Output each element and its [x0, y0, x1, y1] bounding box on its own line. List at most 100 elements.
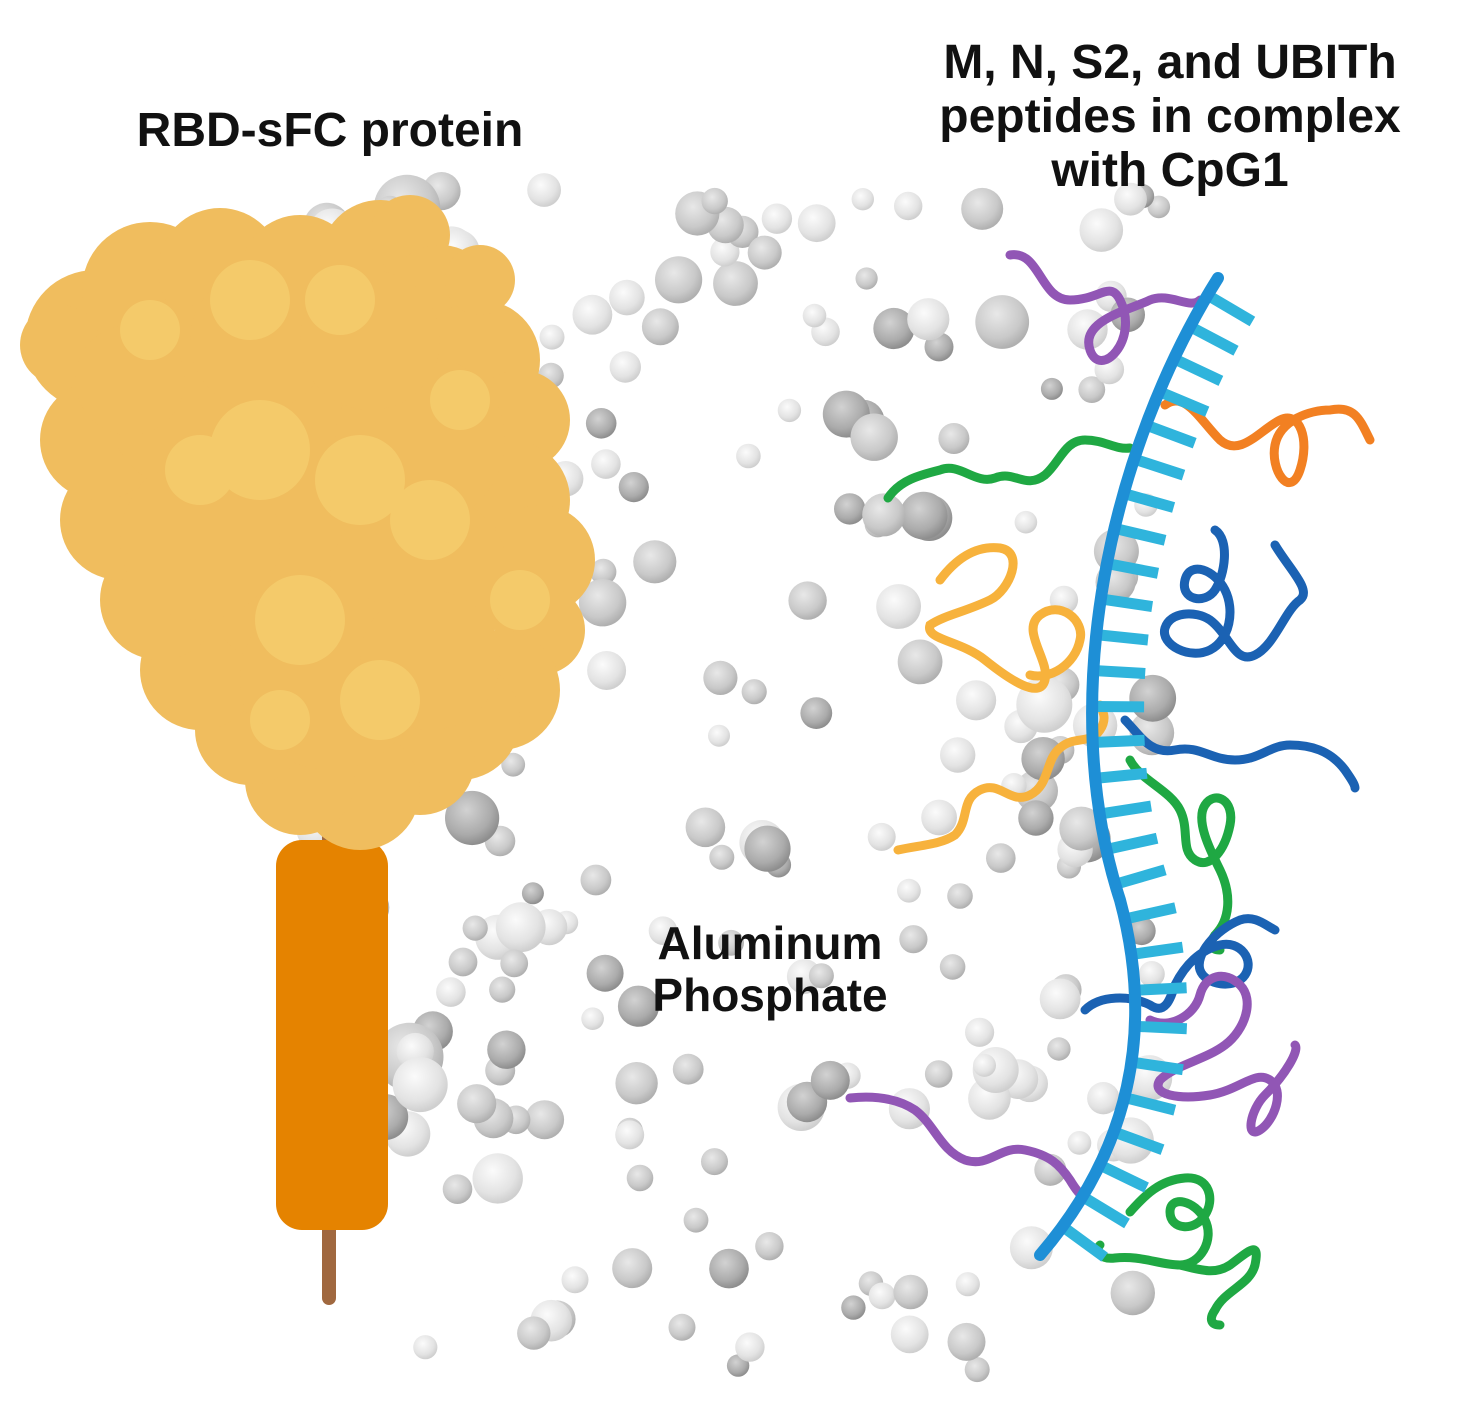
particle: [641, 308, 679, 346]
particle: [633, 540, 677, 584]
cpg-base-tick: [1095, 629, 1149, 646]
particle: [668, 1313, 696, 1341]
cpg-base-tick: [1130, 1056, 1184, 1076]
particle: [392, 1057, 448, 1113]
particle: [1018, 800, 1054, 836]
particle: [855, 267, 878, 290]
particle: [500, 949, 529, 978]
protein-lobe-highlight: [340, 660, 420, 740]
cpg-base-tick: [1105, 832, 1159, 855]
particle: [755, 1232, 784, 1261]
particle: [572, 294, 613, 335]
cpg-base-tick: [1122, 488, 1176, 513]
particle: [850, 413, 898, 461]
particle: [462, 915, 488, 941]
particle: [501, 752, 526, 777]
particle: [626, 1164, 654, 1192]
peptide-blue-middle: [1120, 715, 1360, 793]
adjuvant-label: Aluminum Phosphate: [600, 917, 940, 1021]
particle: [965, 1017, 995, 1047]
particle: [585, 408, 617, 439]
particle: [788, 581, 827, 620]
particle: [735, 1332, 765, 1362]
peptide-green-upper: [883, 435, 1135, 503]
particle: [841, 1295, 866, 1320]
particle: [489, 976, 516, 1003]
particle: [800, 697, 833, 729]
particle: [897, 639, 943, 685]
particle: [921, 799, 957, 836]
protein-lobe-highlight: [255, 575, 345, 665]
cpg-strand-ticks: [1059, 290, 1256, 1262]
particle: [907, 298, 950, 341]
particle: [744, 825, 791, 872]
particle: [876, 584, 921, 629]
cpg-peptide-complex: [845, 250, 1375, 1330]
particle: [448, 947, 478, 977]
particle: [1078, 376, 1106, 403]
particle: [615, 1120, 645, 1150]
peptide-purple-top: [1005, 250, 1205, 365]
particle: [802, 303, 827, 328]
peptides-label-line-3: with CpG1: [1051, 143, 1289, 197]
cpg-base-tick: [1130, 941, 1184, 960]
cpg-base-tick: [1094, 767, 1148, 784]
protein-lobe-highlight: [120, 300, 180, 360]
particle: [851, 188, 874, 211]
particle: [810, 1060, 850, 1100]
particle: [612, 1248, 653, 1289]
particle: [581, 1007, 604, 1030]
peptide-yellow-upper: [925, 543, 1086, 693]
particle: [586, 954, 624, 992]
cpg-base-tick: [1113, 522, 1167, 546]
cpg-base-tick: [1105, 558, 1160, 579]
particle: [956, 680, 997, 721]
particle: [986, 843, 1016, 873]
particle: [1110, 1270, 1156, 1316]
particle: [741, 679, 767, 705]
cpg-base-tick: [1059, 1222, 1108, 1262]
cpg-base-tick: [1157, 386, 1210, 417]
particle: [890, 1315, 929, 1354]
particle: [1040, 377, 1063, 400]
particle: [947, 1322, 986, 1361]
cpg-base-tick: [1092, 734, 1145, 748]
fc-domain: [276, 840, 388, 1230]
cpg-backbone: [1034, 272, 1224, 1261]
protein-lobe-highlight: [210, 260, 290, 340]
particle: [413, 1335, 438, 1360]
particle: [975, 295, 1030, 349]
particle: [709, 844, 735, 870]
particle: [527, 173, 561, 207]
peptide-yellow-lower: [893, 700, 1109, 855]
particle: [618, 472, 649, 503]
particle: [964, 1357, 990, 1383]
particle: [834, 493, 866, 525]
particle: [961, 187, 1004, 230]
adjuvant-label-line-1: Aluminum: [657, 917, 883, 969]
particle: [708, 724, 730, 747]
particle: [685, 807, 726, 848]
particle: [1147, 195, 1171, 219]
protein-label: RBD-sFC protein: [60, 104, 600, 158]
cpg-base-tick: [1187, 321, 1239, 356]
peptides-label-line-2: peptides in complex: [939, 89, 1401, 143]
particle: [924, 1060, 953, 1088]
particle: [868, 1282, 896, 1310]
particle: [655, 256, 703, 304]
particle: [955, 1272, 980, 1297]
particle: [1047, 1037, 1071, 1061]
particle: [561, 1266, 589, 1294]
particle: [1087, 1082, 1120, 1115]
particle: [472, 1153, 523, 1204]
particle: [939, 954, 966, 980]
particle: [940, 737, 976, 773]
peptide-green-lower: [1093, 1173, 1261, 1330]
particle: [609, 351, 641, 383]
particle: [808, 963, 834, 989]
particle: [701, 187, 728, 215]
particle: [648, 916, 678, 945]
protein-lobe-highlight: [305, 265, 375, 335]
